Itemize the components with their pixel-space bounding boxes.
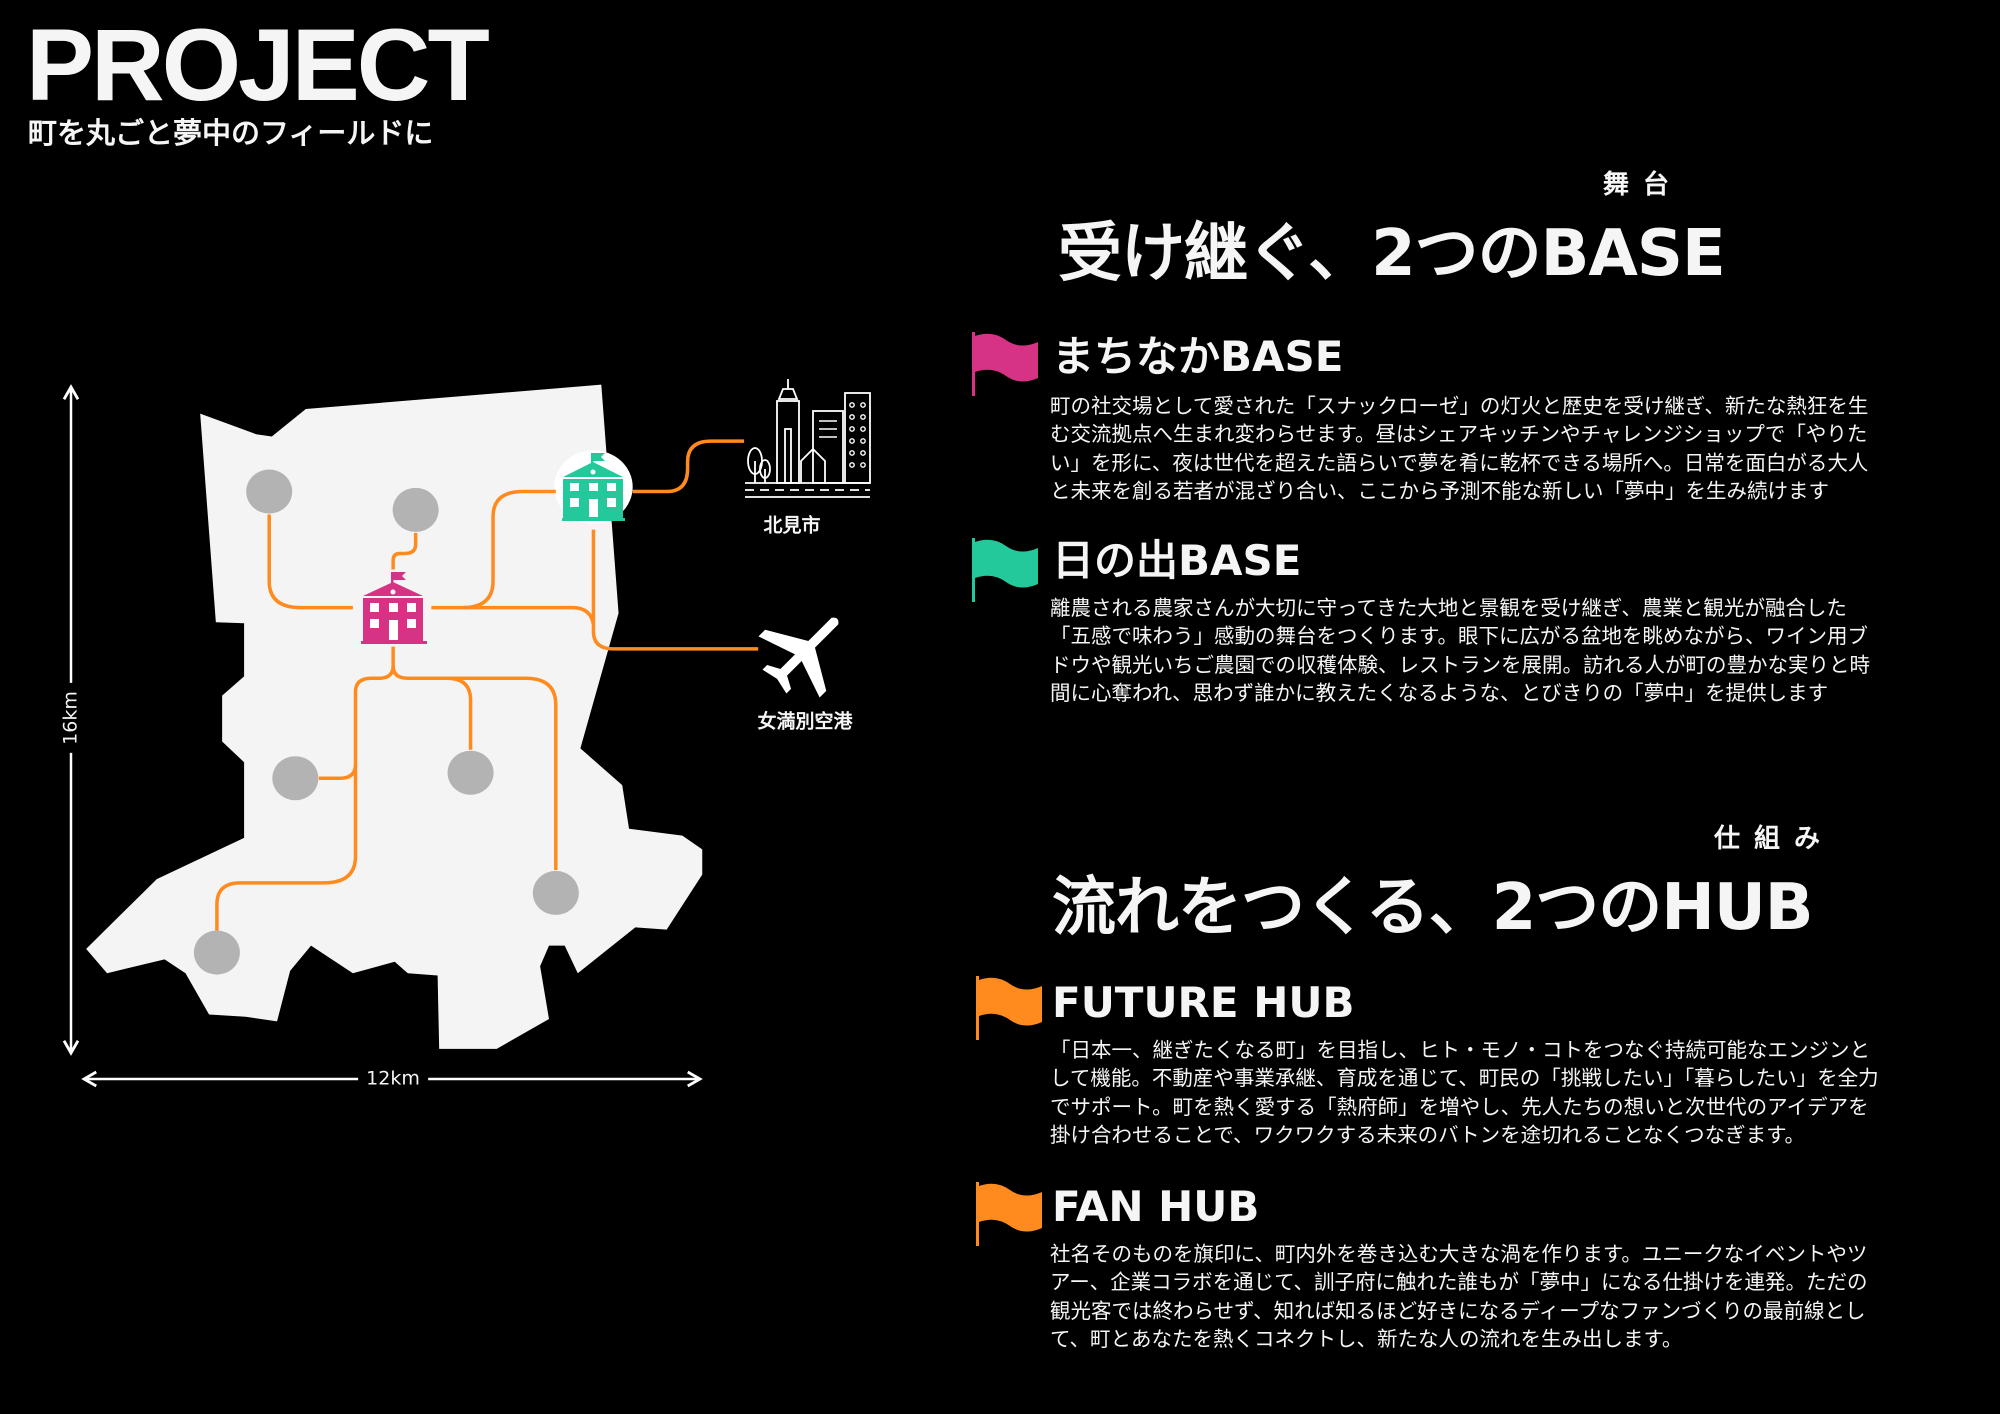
destination-label-memanbetsu-airport: 女満別空港: [757, 710, 853, 733]
hubs-heading: 流れをつくる、2つのHUB: [1052, 871, 1814, 945]
flag-icon-fan-hub: [976, 1182, 1042, 1246]
body-line: 掛け合わせることで、ワクワクする未来のバトンを途切れることなくつなぎます。: [1050, 1122, 1806, 1147]
hinode-base-school-icon[interactable]: [562, 453, 625, 521]
section-body-machinaka-base: 町の社交場として愛された「スナックローゼ」の灯火と歴史を受け継ぎ、新たな熱狂を生…: [1050, 392, 1868, 505]
page-subtitle: 町を丸ごと夢中のフィールドに: [28, 116, 434, 150]
body-line: 町の社交場として愛された「スナックローゼ」の灯火と歴史を受け継ぎ、新たな熱狂を生: [1050, 394, 1869, 418]
body-line: アー、企業コラボを通じて、訓子府に触れた誰もが「夢中」になる仕掛けを連発。ただの: [1050, 1270, 1868, 1295]
spot-marker[interactable]: [246, 469, 293, 514]
body-line: い」を形に、夜は世代を超えた語らいで夢を肴に乾杯できる場所へ。日常を面白がる大人: [1050, 450, 1869, 475]
section-body-fan-hub: 社名そのものを旗印に、町内外を巻き込む大きな渦を作ります。ユニークなイベントやツ…: [1050, 1240, 1868, 1353]
section-title-future-hub: FUTURE HUB: [1052, 978, 1355, 1027]
spot-marker[interactable]: [193, 930, 240, 975]
body-line: て、町とあなたを熱くコネクトし、新たな人の流れを生み出します。: [1050, 1326, 1683, 1351]
spot-marker[interactable]: [532, 870, 579, 915]
section-title-hinode-base: 日の出BASE: [1052, 536, 1302, 585]
route-lines: [217, 441, 758, 930]
hubs-heading-ruby: 仕組み: [1714, 824, 1835, 854]
section-title-fan-hub: FAN HUB: [1052, 1182, 1260, 1231]
spot-marker[interactable]: [447, 750, 494, 795]
body-line: と未来を創る若者が混ざり合い、ここから予測不能な新しい「夢中」を生み続けます: [1050, 478, 1829, 503]
spot-marker[interactable]: [272, 756, 319, 801]
page-title: PROJECT: [26, 8, 490, 122]
airplane-icon: [758, 617, 839, 698]
body-line: でサポート。町を熱く愛する「熱府師」を増やし、先人たちの想いと次世代のアイデアを: [1050, 1094, 1869, 1119]
body-line: 「日本一、継ぎたくなる町」を目指し、ヒト・モノ・コトをつなぐ持続可能なエンジンと: [1050, 1038, 1870, 1062]
bases-heading-ruby: 舞台: [1603, 170, 1684, 200]
machinaka-base-school-icon[interactable]: [361, 572, 427, 644]
body-line: 「五感で味わう」感動の舞台をつくります。眼下に広がる盆地を眺めながら、ワイン用ブ: [1050, 624, 1868, 649]
section-body-hinode-base: 離農される農家さんが大切に守ってきた大地と景観を受け継ぎ、農業と観光が融合した …: [1050, 594, 1870, 707]
height-dimension-label: 16km: [59, 683, 83, 753]
section-body-future-hub: 「日本一、継ぎたくなる町」を目指し、ヒト・モノ・コトをつなぐ持続可能なエンジンと…: [1050, 1036, 1879, 1149]
city-skyline-icon: [745, 379, 871, 498]
body-line: 社名そのものを旗印に、町内外を巻き込む大きな渦を作ります。ユニークなイベントやツ: [1050, 1242, 1868, 1266]
body-line: 観光客では終わらせず、知れば知るほど好きになるディープなファンづくりの最前線とし: [1050, 1298, 1866, 1323]
flag-icon-hinode: [972, 538, 1038, 602]
destination-label-kitami: 北見市: [763, 514, 821, 537]
body-line: 間に心奪われ、思わず誰かに教えたくなるような、とびきりの「夢中」を提供します: [1050, 680, 1829, 705]
body-line: む交流拠点へ生まれ変わらせます。昼はシェアキッチンやチャレンジショップで「やりた: [1050, 422, 1868, 447]
flag-icon-machinaka: [972, 332, 1038, 396]
bases-heading: 受け継ぐ、2つのBASE: [1058, 217, 1726, 291]
flag-icon-future-hub: [976, 976, 1042, 1040]
body-line: 離農される農家さんが大切に守ってきた大地と景観を受け継ぎ、農業と観光が融合した: [1050, 596, 1847, 620]
spot-marker[interactable]: [392, 487, 439, 532]
body-line: ドウや観光いちご農園での収穫体験、レストランを展開。訪れる人が町の豊かな実りと時: [1050, 652, 1870, 677]
section-title-machinaka-base: まちなかBASE: [1052, 332, 1344, 381]
width-dimension-label: 12km: [358, 1067, 428, 1091]
town-map: [62, 379, 871, 1088]
body-line: して機能。不動産や事業承継、育成を通じて、町民の「挑戦したい」「暮らしたい」を全…: [1050, 1066, 1879, 1091]
